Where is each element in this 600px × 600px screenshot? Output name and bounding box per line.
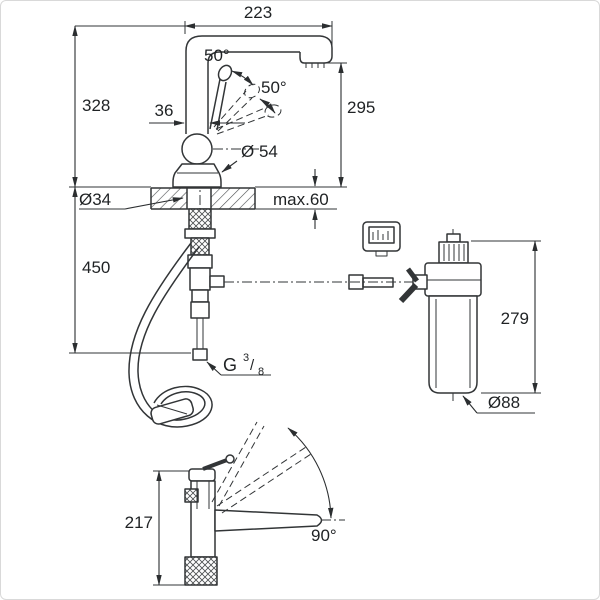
filter-unit — [398, 229, 482, 401]
dim-filter-diameter: Ø88 — [488, 393, 520, 412]
spout-head — [299, 35, 333, 64]
g38-nut — [192, 348, 208, 361]
dim-height-right: 295 — [347, 98, 375, 117]
countertop — [150, 187, 256, 210]
leader-g38 — [206, 361, 222, 376]
supply-line — [224, 274, 415, 290]
faucet-side-view — [184, 454, 323, 586]
side-aerator — [184, 488, 199, 503]
leader-34 — [124, 197, 184, 210]
lever-knob — [217, 64, 233, 82]
dim-lever-angle-lower: 50° — [261, 78, 287, 97]
dim-side-height: 217 — [125, 513, 153, 532]
mounting-nut — [184, 228, 216, 239]
hose-weight-clip — [150, 398, 194, 425]
dim-filter-height: 279 — [501, 309, 529, 328]
dim-lever-angle-upper: 50° — [204, 46, 230, 65]
check-valve — [190, 301, 210, 319]
aerator-lines — [305, 63, 325, 68]
braided-hose — [190, 237, 210, 256]
dimension-lines — [69, 21, 541, 586]
side-base-shank — [184, 556, 218, 586]
valve-lever — [398, 282, 419, 304]
lower-fitting — [191, 289, 209, 303]
leader-88 — [462, 395, 478, 414]
dim-spout-reach: 223 — [244, 3, 272, 22]
supply-tube — [196, 318, 204, 349]
pullout-hose-loop — [128, 242, 213, 428]
valve-lever-top — [406, 267, 419, 283]
inline-fitting-b — [362, 277, 394, 288]
spout-outer — [185, 35, 307, 134]
side-spout — [214, 509, 323, 532]
dim-body-width: 36 — [155, 101, 174, 120]
cartridge-edge-lines — [435, 299, 471, 388]
lever-swivel-dashed — [213, 83, 282, 135]
leader-54 — [221, 160, 238, 173]
swivel-arc — [287, 427, 334, 519]
side-top-cap — [188, 468, 216, 482]
side-lever — [202, 458, 228, 471]
display-bars — [372, 230, 389, 240]
thread-slash: / — [250, 357, 255, 374]
dim-base-diameter: Ø 54 — [241, 142, 278, 161]
spout-inner — [207, 51, 300, 134]
display-device — [362, 221, 401, 257]
thread-denominator: 8 — [258, 366, 264, 378]
display-mount — [375, 251, 388, 257]
dim-swivel-angle: 90° — [311, 526, 337, 545]
under-counter-fittings — [184, 208, 225, 361]
tee-side-port — [209, 275, 225, 288]
lever-angle-arcs — [231, 70, 276, 114]
side-column-lines — [196, 481, 210, 509]
dim-deck-thickness: max.60 — [273, 190, 329, 209]
sphere-joint — [181, 133, 213, 165]
faucet-front-view — [172, 35, 333, 188]
filter-cap-ribs — [443, 244, 465, 261]
dim-hole-diameter: Ø34 — [79, 190, 111, 209]
side-lever-knob — [225, 454, 235, 464]
dim-height-left: 328 — [82, 96, 110, 115]
filter-top-nub — [446, 233, 461, 243]
filter-cartridge — [428, 295, 478, 394]
thread-numerator: 3 — [243, 352, 249, 364]
dim-hose-length: 450 — [82, 258, 110, 277]
base-escutcheon — [172, 163, 222, 188]
tee-body — [189, 267, 211, 291]
thread-g: G — [223, 355, 237, 375]
threaded-shank — [188, 208, 212, 230]
